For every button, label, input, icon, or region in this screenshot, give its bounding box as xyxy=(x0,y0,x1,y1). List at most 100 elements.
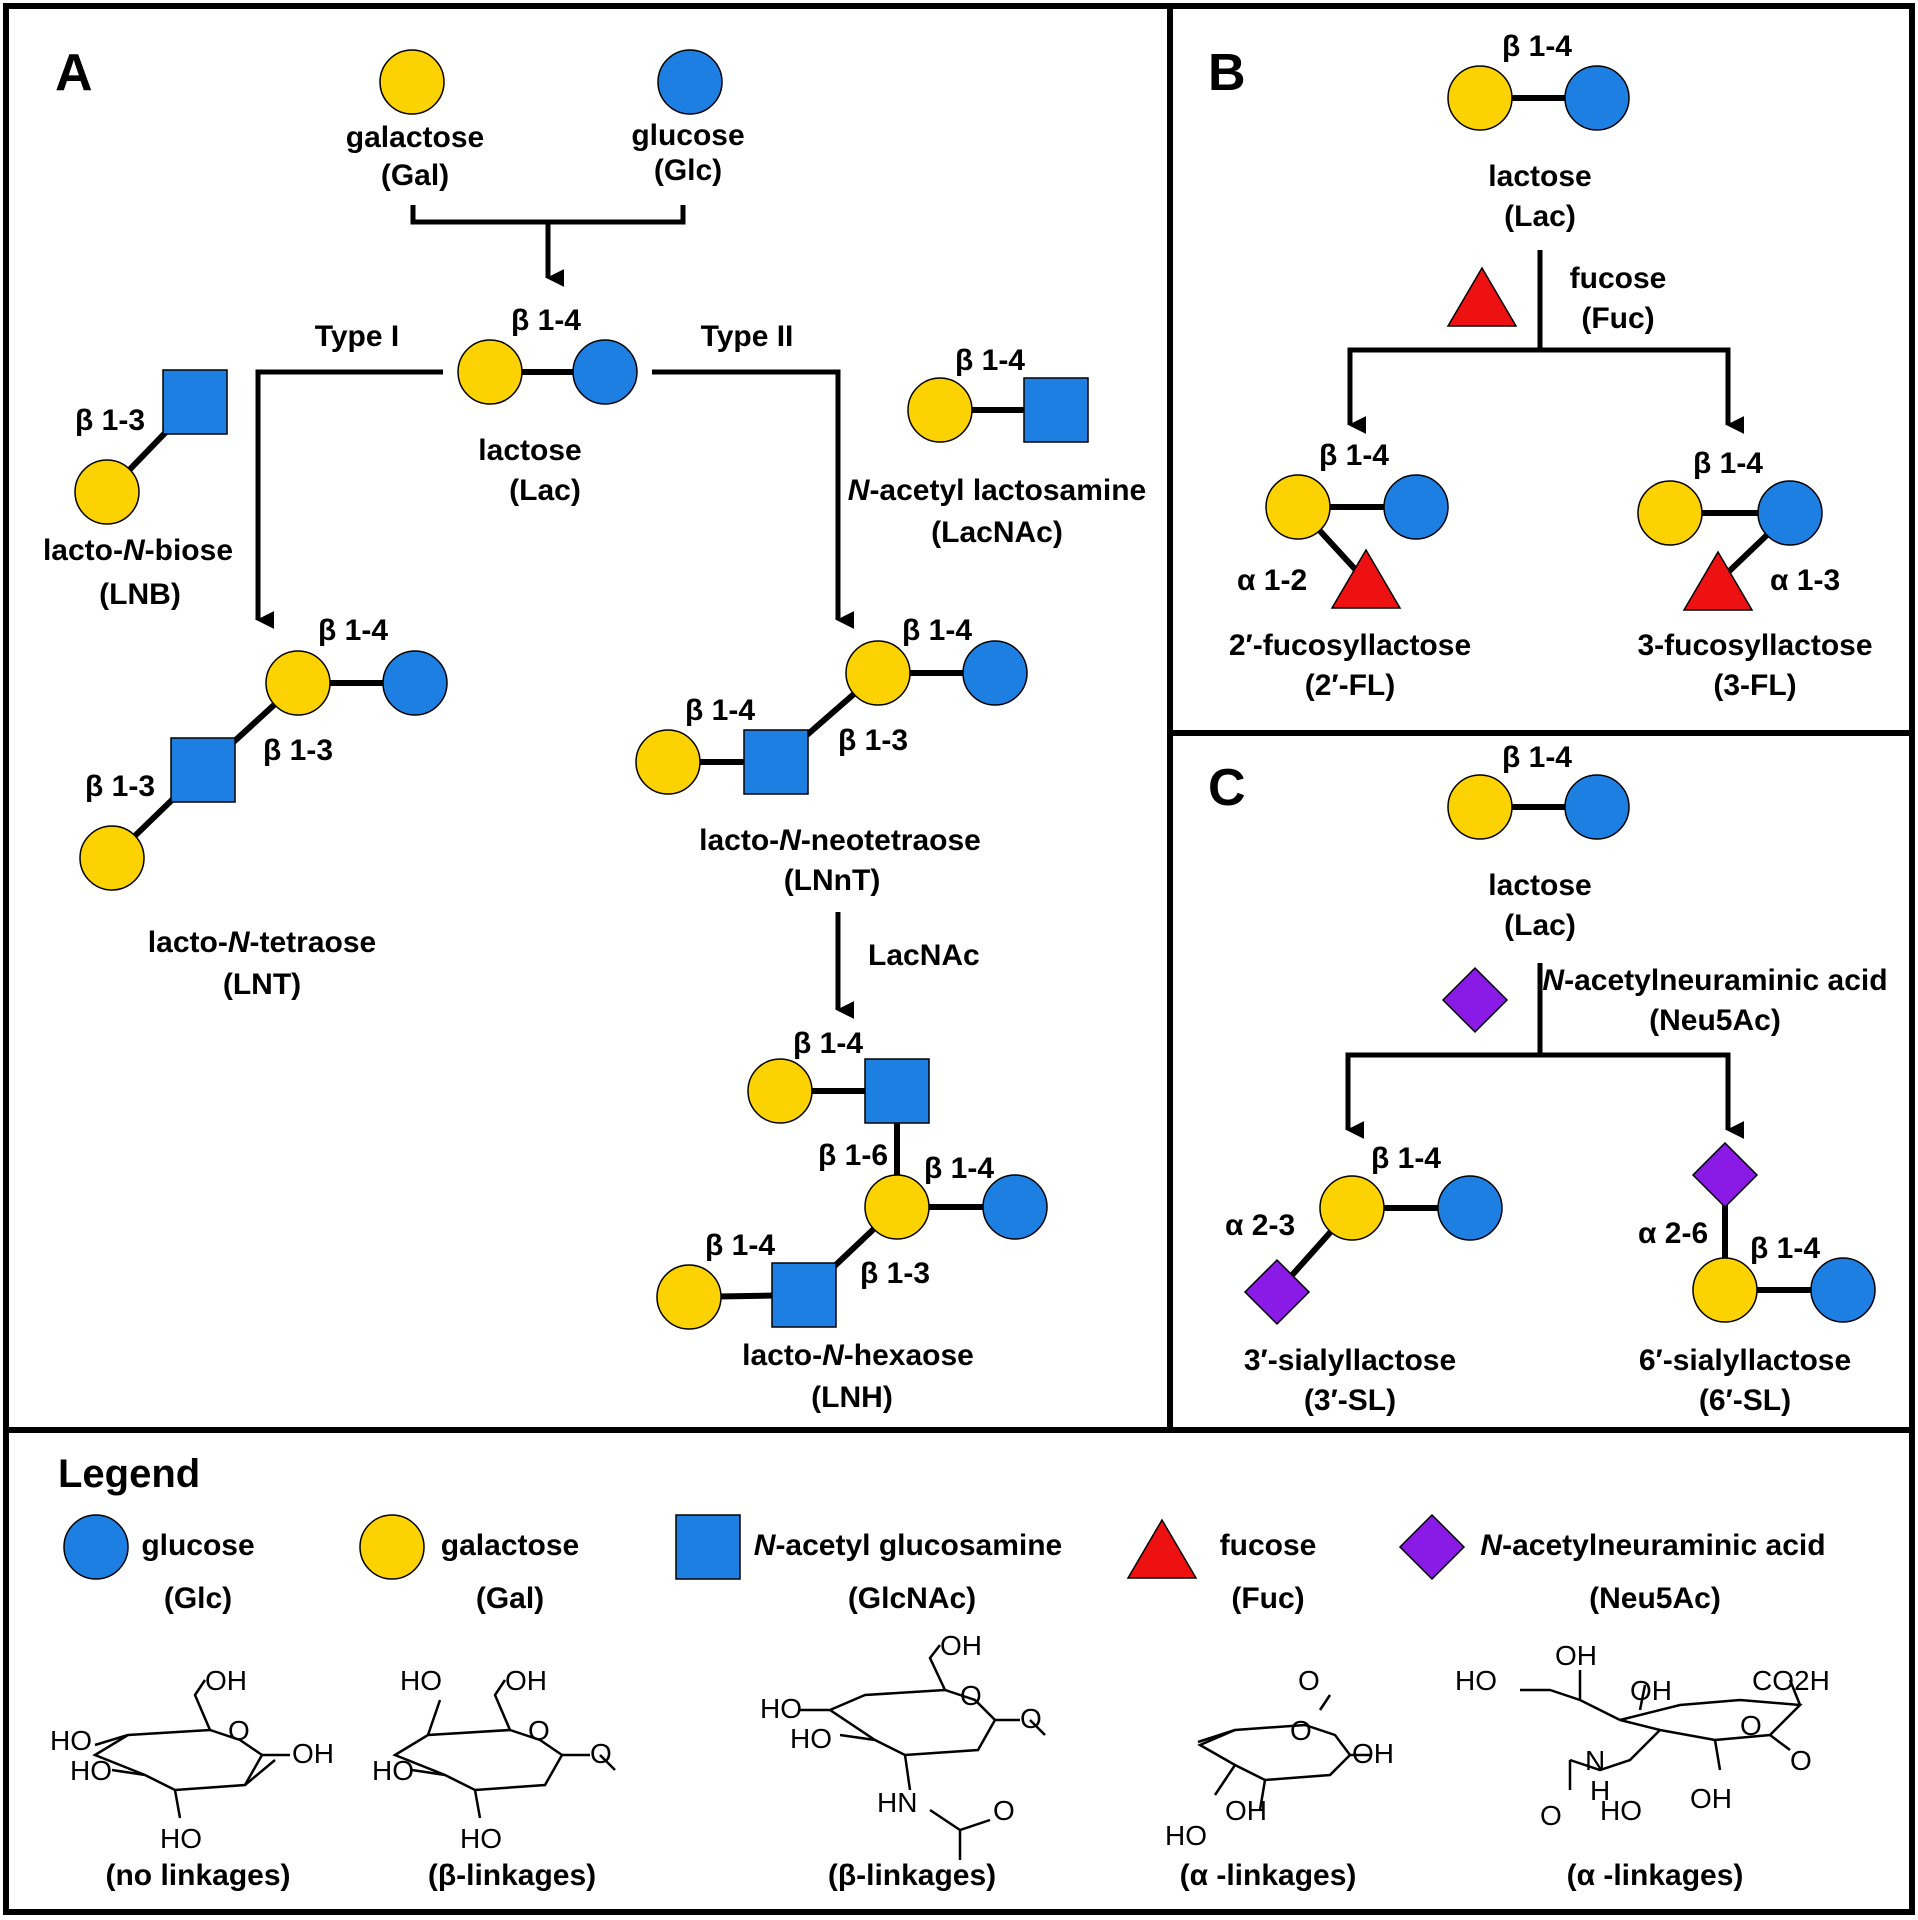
arrow-type-ii xyxy=(652,369,855,629)
legend-fucose-note: (α -linkages) xyxy=(1180,1859,1357,1892)
fl2-linkage-b14: β 1-4 xyxy=(1319,439,1389,472)
svg-text:OH: OH xyxy=(1225,1795,1267,1826)
b-fucose-label: fucose xyxy=(1570,262,1667,295)
lnnt-glcnac-icon xyxy=(743,729,809,795)
fucose-structure: O O OH OH HO xyxy=(1165,1665,1394,1851)
c-lactose-label: lactose xyxy=(1488,869,1591,902)
svg-text:HO: HO xyxy=(1455,1665,1497,1696)
svg-text:HO: HO xyxy=(372,1755,414,1786)
lnnt-linkage-b14: β 1-4 xyxy=(902,614,972,647)
lacnac-linkage: β 1-4 xyxy=(955,344,1025,377)
svg-text:O: O xyxy=(1540,1800,1562,1831)
arrow-type-i xyxy=(255,369,443,629)
svg-text:OH: OH xyxy=(1690,1783,1732,1814)
svg-text:O: O xyxy=(993,1795,1015,1826)
lacnac-label: N-acetyl lactosamine xyxy=(848,474,1146,507)
svg-text:HO: HO xyxy=(460,1823,502,1854)
lnnt-gal-icon xyxy=(845,640,911,706)
sl6-gal-icon xyxy=(1692,1257,1758,1323)
lnb-linkage: β 1-3 xyxy=(75,404,145,437)
c-split xyxy=(1345,1052,1731,1130)
lnh-label: lacto-N-hexaose xyxy=(742,1339,974,1372)
sl3-abbr: (3′-SL) xyxy=(1304,1384,1396,1417)
svg-text:O: O xyxy=(960,1680,982,1711)
lnh-abbr: (LNH) xyxy=(811,1381,893,1414)
svg-text:OH: OH xyxy=(1352,1738,1394,1769)
galactose-abbr: (Gal) xyxy=(381,159,449,192)
glucose-structure: OH O HO HO HO OH xyxy=(50,1665,334,1854)
svg-text:H: H xyxy=(1590,1775,1610,1806)
bracket-combine xyxy=(410,205,686,225)
lnt-glcnac-icon xyxy=(170,737,236,803)
legend-glcnac-abbr: (GlcNAc) xyxy=(848,1582,976,1615)
legend-galactose-note: (β-linkages) xyxy=(428,1859,596,1892)
lnnt-linkage-b13: β 1-3 xyxy=(838,724,908,757)
svg-text:O: O xyxy=(1298,1665,1320,1696)
lactose-glc-icon xyxy=(572,339,638,405)
lnh-gal-top-icon xyxy=(747,1058,813,1124)
svg-text:HO: HO xyxy=(160,1823,202,1854)
svg-text:HO: HO xyxy=(1600,1795,1642,1826)
c-lactose-abbr: (Lac) xyxy=(1504,909,1576,942)
sl6-glc-icon xyxy=(1810,1257,1876,1323)
fl3-abbr: (3-FL) xyxy=(1713,669,1796,702)
svg-text:HN: HN xyxy=(877,1787,917,1818)
lnt-abbr: (LNT) xyxy=(223,968,301,1001)
svg-text:HO: HO xyxy=(70,1755,112,1786)
legend-glcnac-note: (β-linkages) xyxy=(828,1859,996,1892)
sl3-gal-icon xyxy=(1319,1175,1385,1241)
lnnt-abbr: (LNnT) xyxy=(784,864,881,897)
b-fucose-icon xyxy=(1447,267,1517,327)
sl3-linkage-b14: β 1-4 xyxy=(1371,1142,1441,1175)
fl3-gal-icon xyxy=(1637,480,1703,546)
svg-text:O: O xyxy=(1790,1745,1812,1776)
legend-fucose-abbr: (Fuc) xyxy=(1231,1582,1304,1615)
legend-galactose-icon xyxy=(359,1514,425,1580)
lnh-linkage-b14-core: β 1-4 xyxy=(924,1152,994,1185)
outer-frame xyxy=(3,3,1915,1915)
sl3-glc-icon xyxy=(1437,1175,1503,1241)
svg-text:N: N xyxy=(1585,1745,1605,1776)
legend-fucose-label: fucose xyxy=(1220,1529,1317,1562)
lnb-glcnac-icon xyxy=(162,369,228,435)
legend-galactose-abbr: (Gal) xyxy=(476,1582,544,1615)
legend-glucose-icon xyxy=(63,1514,129,1580)
fl2-glc-icon xyxy=(1383,474,1449,540)
fl3-linkage-a13: α 1-3 xyxy=(1770,564,1840,597)
c-neu5ac-label: N-acetylneuraminic acid xyxy=(1542,964,1887,997)
galactose-structure: HO OH O HO HO O xyxy=(372,1665,616,1854)
legend-glucose-label: glucose xyxy=(141,1529,254,1562)
glucose-icon xyxy=(657,49,723,115)
lacnac-gal-icon xyxy=(907,377,973,443)
fl3-linkage-b14: β 1-4 xyxy=(1693,447,1763,480)
svg-text:O: O xyxy=(1740,1710,1762,1741)
legend-glucose-abbr: (Glc) xyxy=(164,1582,232,1615)
lnh-glcnac-bottom-icon xyxy=(771,1262,837,1328)
galactose-label: galactose xyxy=(346,121,484,154)
svg-text:HO: HO xyxy=(400,1665,442,1696)
legend-title: Legend xyxy=(58,1452,200,1496)
b-lactose-linkage: β 1-4 xyxy=(1502,30,1572,63)
fl2-gal-icon xyxy=(1265,474,1331,540)
legend-neu5ac-label: N-acetylneuraminic acid xyxy=(1480,1529,1825,1562)
lnb-label: lacto-N-biose xyxy=(43,534,233,567)
lnnt-linkage-b14-2: β 1-4 xyxy=(685,694,755,727)
b-lactose-label: lactose xyxy=(1488,160,1591,193)
lnh-linkage-b13: β 1-3 xyxy=(860,1257,930,1290)
c-neu5ac-abbr: (Neu5Ac) xyxy=(1649,1004,1781,1037)
panel-c: C β 1-4 lactose (Lac) N-acetylneuraminic… xyxy=(1208,741,1888,1417)
lnt-glc-icon xyxy=(382,650,448,716)
sl6-linkage-b14: β 1-4 xyxy=(1750,1232,1820,1265)
lactose-label: lactose xyxy=(478,434,581,467)
b-fucose-abbr: (Fuc) xyxy=(1581,302,1654,335)
svg-text:OH: OH xyxy=(205,1665,247,1696)
legend-fucose-icon xyxy=(1127,1519,1197,1579)
lactose-linkage: β 1-4 xyxy=(511,304,581,337)
legend-neu5ac-abbr: (Neu5Ac) xyxy=(1589,1582,1721,1615)
panel-c-letter: C xyxy=(1208,759,1246,817)
svg-text:CO2H: CO2H xyxy=(1752,1665,1830,1696)
glucose-abbr: (Glc) xyxy=(654,154,722,187)
b-split xyxy=(1347,347,1731,425)
svg-text:OH: OH xyxy=(292,1738,334,1769)
